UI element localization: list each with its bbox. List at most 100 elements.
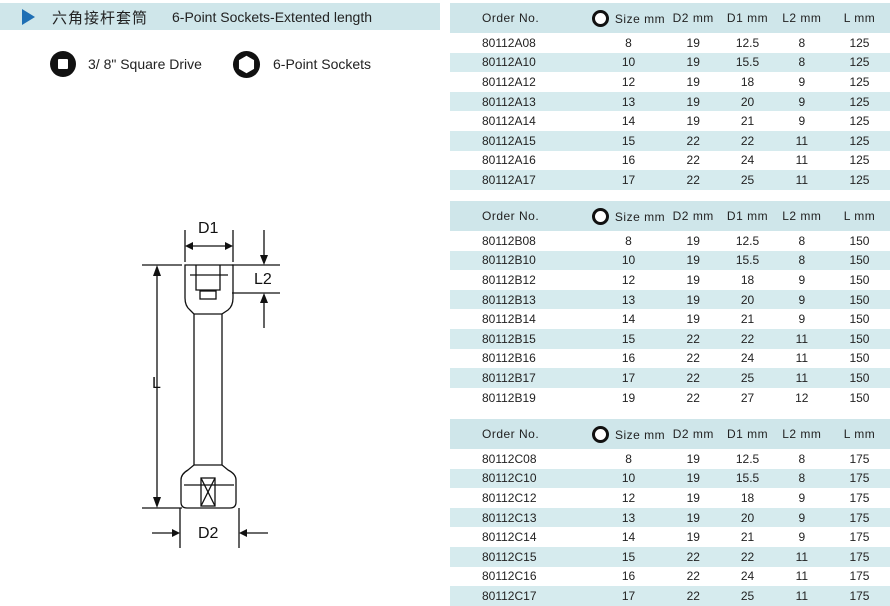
- column-header: Order No.: [450, 3, 591, 33]
- table-cell: 22: [686, 351, 700, 366]
- column-header: L mm: [828, 419, 890, 449]
- table-cell: 19: [686, 35, 700, 50]
- table-cell: 9: [774, 91, 829, 112]
- dimension-label-d2: D2: [198, 525, 219, 542]
- table-cell: 80112C16: [482, 569, 537, 584]
- column-header: D1 mm: [720, 201, 775, 231]
- table-cell: 14: [621, 312, 636, 327]
- table-cell: 24: [740, 569, 755, 584]
- column-header: D1 mm: [720, 419, 775, 449]
- table-cell: 175: [849, 451, 870, 466]
- table-cell: 12: [621, 272, 636, 287]
- legend-six-point: 6-Point Sockets: [232, 48, 371, 80]
- table-cell: 80112B14: [482, 312, 536, 327]
- table-cell: 19: [686, 233, 700, 248]
- column-header: D1 mm: [720, 3, 775, 33]
- table-cell: 125: [849, 35, 870, 50]
- table-cell: 80112A12: [482, 74, 536, 89]
- column-header: D2 mm: [666, 3, 721, 33]
- table-cell: 18: [740, 490, 755, 505]
- table-cell: 175: [828, 586, 890, 606]
- table-cell: 21: [740, 530, 755, 545]
- table-cell: 19: [621, 390, 636, 405]
- dimension-label-l: L: [152, 375, 161, 392]
- table-cell: 22: [720, 546, 775, 567]
- hexagon-size-icon: [591, 9, 609, 27]
- table-cell: 80112C17: [450, 586, 591, 606]
- table-cell: 11: [795, 351, 809, 366]
- table-cell: 80112B17: [450, 368, 591, 388]
- table-cell: 22: [720, 130, 775, 151]
- hexagon-size-icon: [591, 425, 609, 443]
- table-cell: 80112B19: [482, 390, 536, 405]
- hexagon-socket-icon: [232, 50, 261, 78]
- table-cell: 9: [798, 272, 806, 287]
- table-cell: 22: [666, 170, 721, 190]
- legend-square-drive-label: 3/ 8" Square Drive: [88, 56, 202, 72]
- table-cell: 15.5: [720, 52, 775, 73]
- table-cell: 18: [740, 74, 755, 89]
- legend-square-drive: 3/ 8" Square Drive: [50, 48, 202, 80]
- header-title-english: 6-Point Sockets-Extented length: [172, 9, 373, 25]
- column-header: D2 mm: [666, 419, 721, 449]
- table-cell: 19: [686, 74, 700, 89]
- table-cell: 150: [849, 390, 870, 405]
- table-cell: 125: [849, 74, 870, 89]
- table-cell: 19: [666, 468, 721, 489]
- table-cell: 18: [740, 272, 755, 287]
- table-cell: 8: [798, 35, 806, 50]
- table-cell: 24: [740, 351, 755, 366]
- table-cell: 19: [686, 451, 700, 466]
- table-cell: 150: [849, 233, 870, 248]
- table-cell: 22: [686, 569, 700, 584]
- table-cell: 125: [849, 153, 870, 168]
- table-cell: 17: [590, 586, 667, 606]
- table-cell: 11: [774, 586, 829, 606]
- table-cell: 11: [795, 569, 809, 584]
- table-cell: 11: [774, 328, 829, 349]
- table-cell: 150: [828, 328, 890, 349]
- table-cell: 9: [798, 74, 806, 89]
- table-cell: 80112A17: [450, 170, 591, 190]
- table-cell: 125: [849, 114, 870, 129]
- table-cell: 14: [621, 114, 636, 129]
- table-cell: 25: [720, 586, 775, 606]
- column-header: L mm: [828, 3, 890, 33]
- table-cell: 22: [666, 130, 721, 151]
- table-cell: 8: [774, 468, 829, 489]
- table-cell: 175: [828, 468, 890, 489]
- table-cell: 11: [795, 153, 809, 168]
- table-cell: 175: [828, 546, 890, 567]
- table-cell: 8: [625, 233, 632, 248]
- table-cell: 80112B12: [482, 272, 536, 287]
- table-cell: 150: [849, 351, 870, 366]
- table-cell: 19: [686, 312, 700, 327]
- table-cell: 21: [740, 114, 755, 129]
- table-cell: 80112C13: [450, 507, 591, 528]
- table-cell: 19: [686, 272, 700, 287]
- table-cell: 22: [666, 586, 721, 606]
- table-cell: 13: [590, 289, 667, 310]
- table-cell: 8: [774, 52, 829, 73]
- table-cell: 19: [666, 250, 721, 271]
- column-header: L2 mm: [774, 3, 829, 33]
- square-drive-icon: [50, 51, 76, 77]
- table-cell: 16: [621, 569, 636, 584]
- table-cell: 11: [774, 368, 829, 388]
- table-cell: 15: [590, 546, 667, 567]
- table-cell: 150: [828, 289, 890, 310]
- table-cell: 125: [828, 52, 890, 73]
- dimension-label-d1: D1: [198, 220, 219, 237]
- table-cell: 12.5: [735, 233, 760, 248]
- table-cell: 80112A14: [482, 114, 536, 129]
- table-cell: 12: [621, 490, 636, 505]
